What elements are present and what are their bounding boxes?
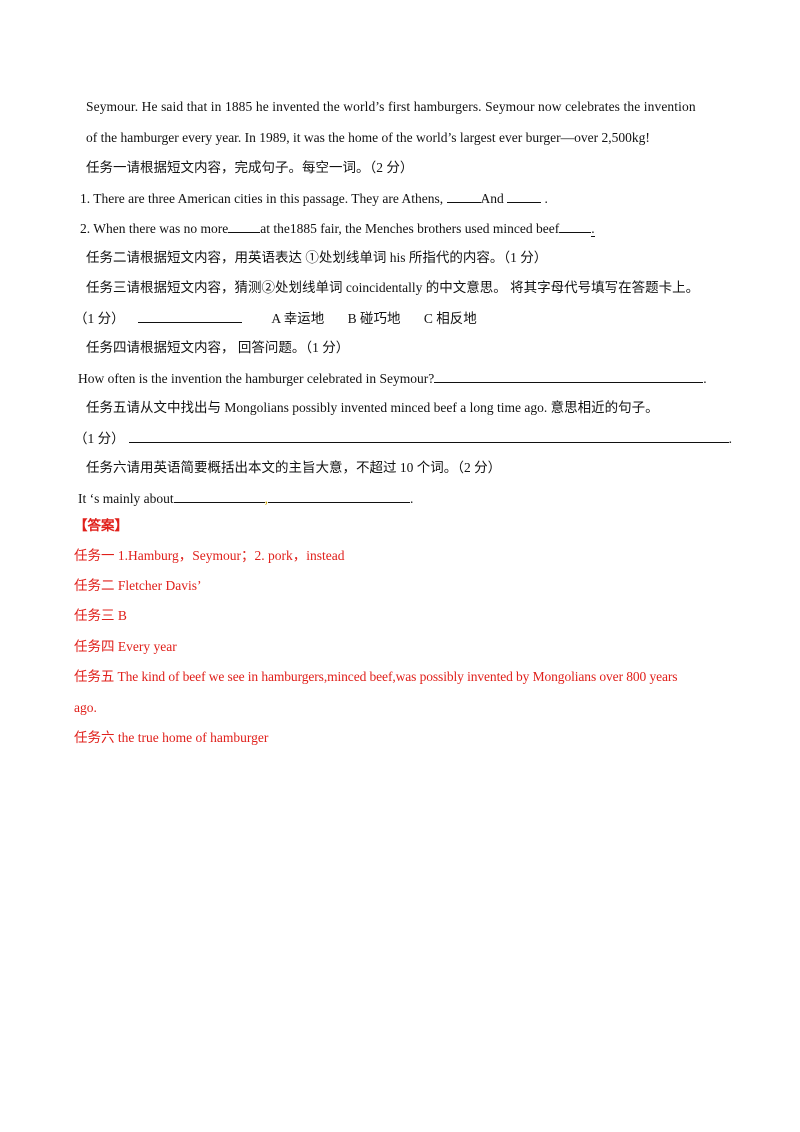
answers-header: 【答案】 bbox=[74, 518, 128, 533]
answer-task5-line1: 任务五 The kind of beef we see in hamburger… bbox=[74, 669, 678, 684]
answer-task2: 任务二 Fletcher Davis’ bbox=[74, 578, 202, 593]
task5-end: . bbox=[728, 431, 732, 446]
q1-blank-2[interactable] bbox=[507, 189, 542, 203]
task5-answer-blank[interactable] bbox=[128, 429, 729, 443]
task6-mark: , bbox=[264, 491, 268, 506]
q1-end: . bbox=[541, 191, 548, 206]
q1-text: 1. There are three American cities in th… bbox=[80, 191, 447, 206]
task3-score: （1 分） bbox=[74, 311, 125, 326]
task3-answer-blank[interactable] bbox=[138, 309, 242, 323]
q2-blank-2[interactable] bbox=[559, 219, 592, 233]
task6-answer-blank-1[interactable] bbox=[173, 489, 265, 503]
q2-mid: at the1885 fair, the Menches brothers us… bbox=[260, 221, 560, 236]
answer-task6: 任务六 the true home of hamburger bbox=[74, 730, 269, 745]
answer-task1: 任务一 1.Hamburg，Seymour；2. pork，instead bbox=[74, 548, 345, 563]
task5-score: （1 分） bbox=[74, 431, 125, 446]
passage-line-1: Seymour. He said that in 1885 he invente… bbox=[86, 99, 696, 114]
task1-question-2: 2. When there was no more at the1885 fair… bbox=[80, 219, 595, 238]
answer-task3: 任务三 B bbox=[74, 608, 127, 623]
task6-instruction: 任务六请用英语简要概括出本文的主旨大意，不超过 10 个词。（2 分） bbox=[86, 460, 502, 475]
q2-end: . bbox=[591, 221, 595, 237]
task4-question: How often is the invention the hamburger… bbox=[78, 369, 707, 388]
task3-instruction: 任务三请根据短文内容，猜测②处划线单词 coincidentally 的中文意思… bbox=[86, 280, 700, 295]
task3-options-row: （1 分） A 幸运地 B 碰巧地 C 相反地 bbox=[74, 309, 477, 328]
passage-line-2: of the hamburger every year. In 1989, it… bbox=[86, 130, 650, 145]
option-c: C 相反地 bbox=[423, 311, 477, 326]
task1-instruction: 任务一请根据短文内容，完成句子。每空一词。（2 分） bbox=[86, 160, 414, 175]
task5-answer-row: （1 分）. bbox=[74, 429, 732, 448]
task4-end: . bbox=[703, 371, 707, 386]
option-a: A 幸运地 bbox=[271, 311, 325, 326]
q2-text: 2. When there was no more bbox=[80, 221, 229, 236]
q1-blank-1[interactable] bbox=[446, 189, 481, 203]
task4-answer-blank[interactable] bbox=[434, 369, 704, 383]
task4-question-text: How often is the invention the hamburger… bbox=[78, 371, 435, 386]
task5-instruction: 任务五请从文中找出与 Mongolians possibly invented … bbox=[86, 400, 659, 415]
answer-task5-line2: ago. bbox=[74, 700, 97, 715]
q2-blank-1[interactable] bbox=[228, 219, 261, 233]
task6-answer-blank-2[interactable] bbox=[267, 489, 410, 503]
q1-and: And bbox=[480, 191, 508, 206]
task1-question-1: 1. There are three American cities in th… bbox=[80, 189, 548, 208]
task2-instruction: 任务二请根据短文内容，用英语表达 ①处划线单词 his 所指代的内容。（1 分） bbox=[86, 250, 548, 265]
answer-task4: 任务四 Every year bbox=[74, 639, 177, 654]
option-b: B 碰巧地 bbox=[347, 311, 401, 326]
task4-instruction: 任务四请根据短文内容， 回答问题。（1 分） bbox=[86, 340, 350, 355]
task6-end: . bbox=[409, 491, 414, 506]
task6-prompt: It ‘s mainly about bbox=[78, 491, 174, 506]
task6-answer-row: It ‘s mainly about,. bbox=[78, 489, 413, 508]
